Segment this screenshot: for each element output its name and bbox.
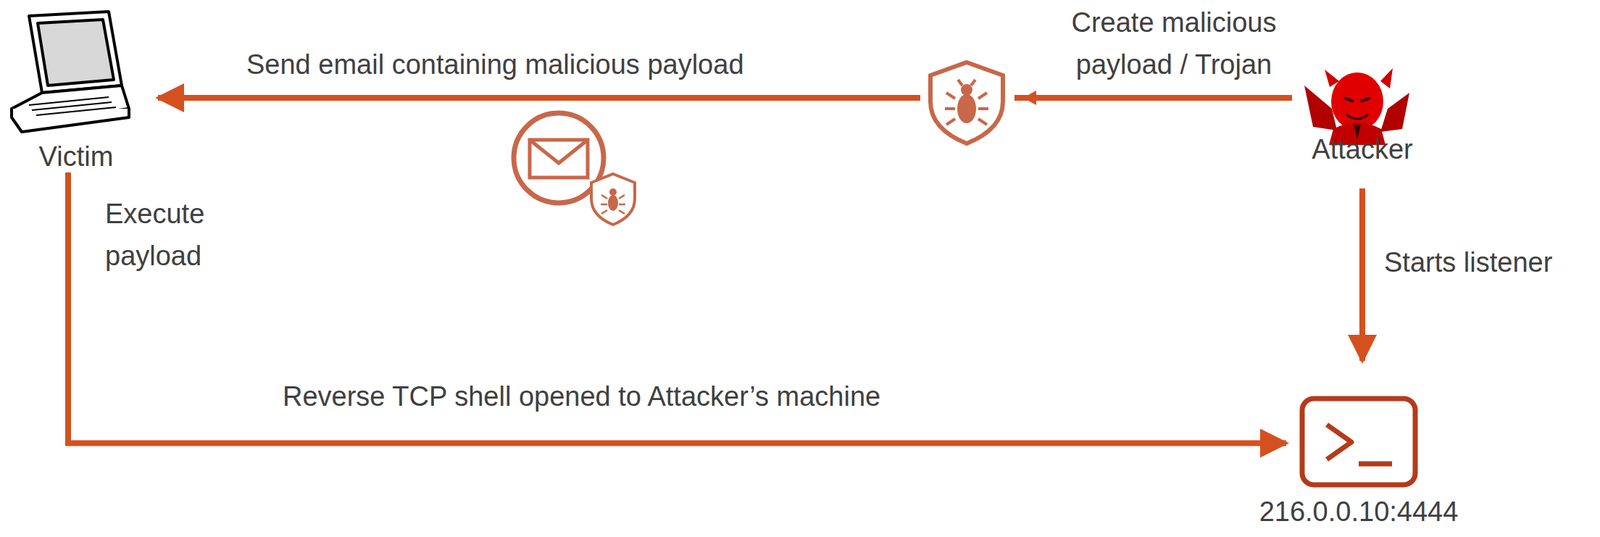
arrow-connector	[157, 94, 1293, 101]
node-label: Attacker	[1311, 132, 1413, 166]
trojan-shield-icon	[920, 57, 1037, 145]
attacker-icon	[1304, 68, 1410, 145]
attacker-node: Attacker	[1300, 68, 1424, 182]
email-icon	[513, 113, 635, 225]
edge-label: Send email containing malicious payload	[246, 47, 745, 82]
terminal-icon	[1299, 395, 1419, 488]
node-label: Victim	[39, 139, 114, 174]
edge-label: Reverse TCP shell opened to Attacker’s m…	[282, 379, 881, 414]
step-label: Create malicious payload / Trojan	[1054, 1, 1294, 86]
terminal-node: 216.0.0.10:4444	[1299, 395, 1419, 488]
step-label: Execute payload	[105, 192, 236, 277]
victim-node: Victim	[7, 7, 145, 182]
arrow-connector	[1359, 188, 1366, 361]
node-label: 216.0.0.10:4444	[1259, 494, 1459, 529]
laptop-icon	[11, 11, 129, 132]
edge-label: Starts listener	[1384, 245, 1553, 279]
arrow-connector	[68, 172, 1287, 444]
